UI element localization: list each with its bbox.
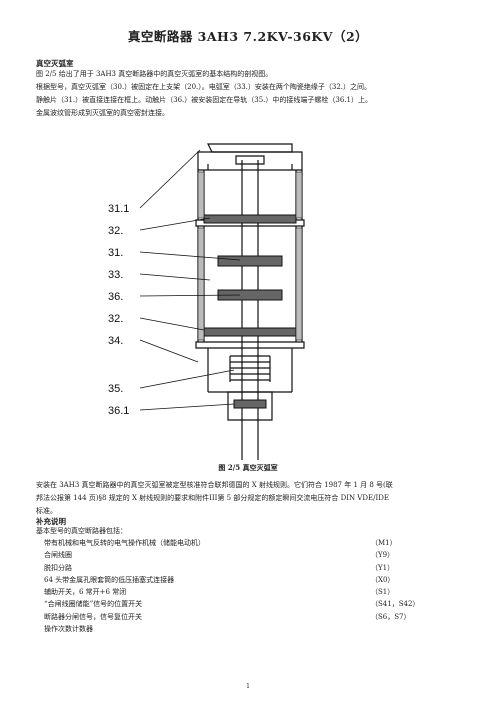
vacuum-interrupter-cross-section: 31.1 32. 31. 33. 36. 32. 34. 35. 36.1 [108, 143, 305, 460]
intro-line-4: 金属波纹管形成到灭弧室的真空密封连接。 [36, 109, 169, 117]
section-heading-supplement: 补充说明 [36, 517, 66, 526]
intro-line-1: 图 2/5 给出了用于 3AH3 真空断路器中的真空灭弧室的基本结构的剖视图。 [36, 70, 273, 78]
list-item-text: 断路器分闸信号，信号复位开关 [44, 612, 142, 621]
figure-label: 33. [108, 269, 123, 281]
figure-label: 32. [108, 225, 123, 237]
figure-label: 31. [108, 247, 123, 259]
supplement-intro: 基本型号的真空断路器包括： [36, 527, 127, 535]
list-item: 断路器分闸信号，信号复位开关 （S6，S7） [44, 611, 464, 623]
list-item-code: （X0） [371, 575, 395, 584]
list-item-text: 辅助开关，6 常开+6 常闭 [44, 588, 127, 597]
body-line-2: 邦法公报第 144 页)§8 规定的 X 射线规则的要求和附件III第 5 部分… [36, 494, 389, 502]
section-heading-vacuum-chamber: 真空灭弧室 [36, 59, 74, 68]
list-item-code: （Y9） [371, 551, 395, 560]
list-item-text: “合闸线圈储能”信号的位置开关 [44, 600, 143, 609]
list-item-text: 合闸线圈 [44, 551, 72, 560]
intro-line-2: 根据型号，真空灭弧室（30.）被固定在上支架（20.）。电弧室（33.）安装在两… [36, 83, 372, 91]
component-list: 带有机械和电气反转的电气操作机械（储能电动机） （M1） 合闸线圈 （Y9） 脱扣分… [44, 537, 464, 635]
list-item-code: （S1） [371, 588, 395, 597]
list-item-code: （Y1） [371, 563, 395, 572]
figure-label: 35. [108, 383, 123, 395]
figure-label: 32. [108, 313, 123, 325]
list-item: 带有机械和电气反转的电气操作机械（储能电动机） （M1） [44, 537, 464, 549]
list-item-text: 操作次数计数器 [44, 625, 93, 634]
list-item-text: 带有机械和电气反转的电气操作机械（储能电动机） [44, 539, 205, 547]
page-number: 1 [246, 683, 250, 690]
body-line-1: 安装在 3AH3 真空断路器中的真空灭弧室被定型核准符合联邦德国的 X 射线规则… [36, 481, 393, 489]
figure-label: 34. [108, 335, 123, 347]
list-item: 64 头带金属孔眼套筒的低压插塞式连接器 （X0） [44, 574, 464, 586]
list-item: 操作次数计数器 [44, 623, 464, 635]
intro-line-3: 静触片（31.）被直接连接在框上。动触片（36.）被安装固定在导轨（35.）中的… [36, 96, 372, 104]
figure-label: 36. [108, 291, 123, 303]
figure-caption: 图 2/5 真空灭弧室 [218, 463, 278, 472]
figure-label: 31.1 [108, 203, 129, 215]
list-item: 合闸线圈 （Y9） [44, 549, 464, 561]
list-item-text: 脱扣分路 [44, 563, 72, 572]
document-title: 真空断路器 3AH3 7.2KV-36KV（2） [127, 29, 369, 44]
figure-label: 36.1 [108, 405, 129, 417]
list-item-code: （S41，S42） [371, 600, 420, 609]
list-item: “合闸线圈储能”信号的位置开关 （S41，S42） [44, 598, 464, 610]
body-line-3: 标准。 [36, 507, 57, 515]
list-item-text: 64 头带金属孔眼套筒的低压插塞式连接器 [44, 575, 175, 584]
list-item-code: （S6，S7） [371, 612, 411, 621]
list-item: 脱扣分路 （Y1） [44, 562, 464, 574]
list-item-code: （M1） [371, 539, 397, 547]
list-item: 辅助开关，6 常开+6 常闭 （S1） [44, 586, 464, 598]
